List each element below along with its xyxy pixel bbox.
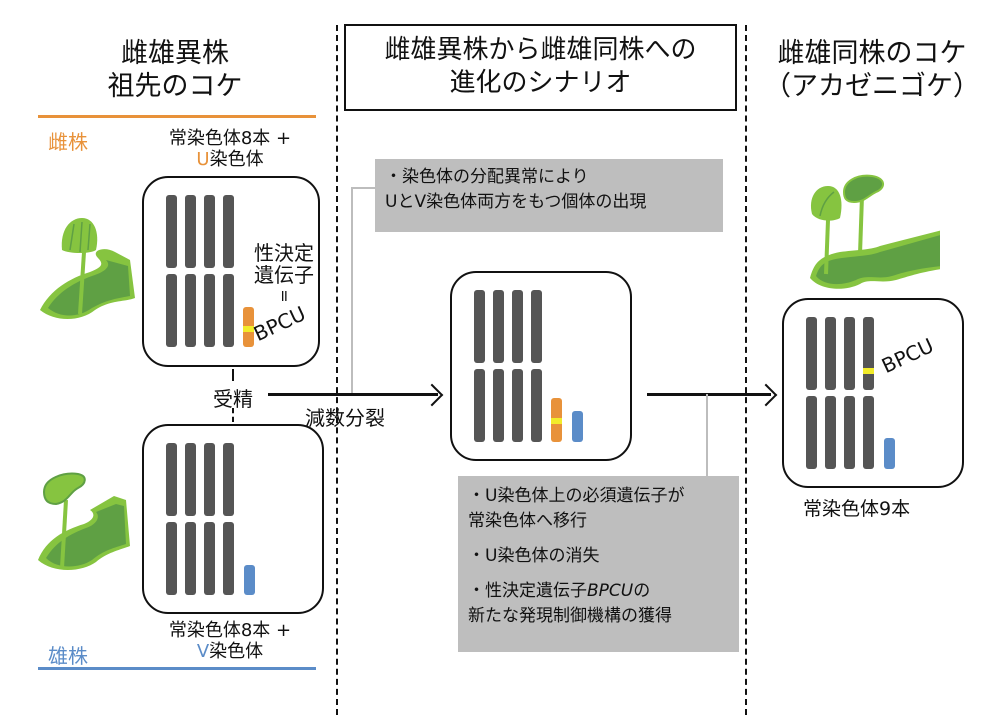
autosome [531, 369, 542, 442]
autosome [223, 195, 234, 268]
arrowhead-evolution [754, 383, 778, 407]
autosome [474, 290, 485, 363]
female-caption-line1: 常染色体8本 + [168, 128, 292, 149]
female-caption-rest: 染色体 [209, 149, 264, 170]
left-title-line2: 祖先のコケ [107, 71, 243, 102]
autosome [223, 522, 234, 595]
autosome [512, 290, 523, 363]
v-chromosome-label: V [196, 641, 210, 662]
autosome [493, 369, 504, 442]
v-chromosome [572, 411, 583, 442]
autosome [825, 396, 836, 469]
autosome [806, 396, 817, 469]
note-nondisjunction: ・染色体の分配異常により UとV染色体両方をもつ個体の出現 [375, 159, 723, 232]
arrow-meiosis [268, 393, 438, 396]
note2-item1-line2: 常染色体へ移行 [468, 511, 587, 531]
autosome [844, 396, 855, 469]
sex-gene-line1: 性決定 [254, 241, 314, 265]
autosome [204, 274, 215, 347]
meiosis-label: 減数分裂 [305, 406, 385, 430]
note2-item1-line1: ・U染色体上の必須遺伝子が [468, 486, 685, 506]
male-label: 雄株 [48, 644, 88, 668]
sex-gene-line2: 遺伝子 [254, 263, 314, 287]
right-title-line2: （アカゼニゴケ） [764, 71, 980, 102]
autosome-with-bpcu [863, 317, 874, 390]
v-chromosome [244, 565, 255, 595]
note2-item3-end: の [633, 581, 651, 601]
right-title-line1: 雌雄同株のコケ [777, 38, 967, 69]
autosome [863, 396, 874, 469]
autosome [204, 522, 215, 595]
v-chromosome [884, 438, 895, 469]
arrow-evolution [647, 393, 771, 396]
fertilization-line-bottom [232, 408, 234, 422]
autosome [844, 317, 855, 390]
monoecious-cell: BPCU [782, 298, 964, 488]
fertilization-line-top [232, 369, 234, 381]
autosome [166, 274, 177, 347]
left-title: 雌雄異株 祖先のコケ [40, 37, 310, 103]
u-chromosome-label: U [196, 149, 210, 170]
autosome [185, 274, 196, 347]
note-gene-transfer: ・U染色体上の必須遺伝子が 常染色体へ移行 ・U染色体の消失 ・性決定遺伝子BP… [458, 476, 739, 652]
bpcu-label: BPCU [877, 333, 938, 378]
autosome [204, 443, 215, 516]
female-divider-line [38, 115, 316, 118]
male-cell [142, 424, 324, 614]
autosome [166, 443, 177, 516]
autosome [531, 290, 542, 363]
note2-connector [706, 394, 708, 476]
bpcu-band [551, 418, 562, 424]
intermediate-cell [450, 271, 632, 461]
autosome [185, 195, 196, 268]
monoecious-plant-icon [810, 174, 940, 289]
note1-line1: ・染色体の分配異常により [385, 167, 589, 187]
autosome [806, 317, 817, 390]
female-caption: 常染色体8本 + U染色体 [145, 128, 315, 170]
female-label: 雌株 [48, 130, 88, 154]
fertilization-label: 受精 [213, 387, 253, 411]
note1-connector-h [352, 187, 376, 189]
autosome [166, 195, 177, 268]
bpcu-band [243, 326, 254, 332]
sex-gene-label: 性決定 遺伝子 = [252, 242, 316, 306]
note1-connector-v [351, 187, 353, 394]
autosome [204, 195, 215, 268]
middle-title-line1: 雌雄異株から雌雄同株への [384, 35, 697, 65]
note2-item3-line1: ・性決定遺伝子 [468, 581, 587, 601]
autosome [185, 443, 196, 516]
male-caption-rest: 染色体 [209, 641, 264, 662]
monoecious-caption: 常染色体9本 [803, 498, 911, 520]
male-caption: 常染色体8本 + V染色体 [145, 620, 315, 662]
bpcu-band [863, 368, 874, 374]
note2-item3-line2: 新たな発現制御機構の獲得 [468, 606, 672, 626]
left-title-line1: 雌雄異株 [121, 38, 229, 69]
divider-right [745, 25, 747, 715]
autosome [185, 522, 196, 595]
male-caption-line1: 常染色体8本 + [168, 620, 292, 641]
female-plant-icon [40, 218, 135, 319]
note1-line2: UとV染色体両方をもつ個体の出現 [385, 192, 647, 212]
autosome [166, 522, 177, 595]
note2-gene-name: BPCU [587, 581, 634, 601]
autosome [493, 290, 504, 363]
divider-left [336, 25, 338, 715]
arrowhead-meiosis [420, 383, 444, 407]
male-plant-icon [38, 472, 130, 570]
u-chromosome [551, 398, 562, 442]
u-chromosome [243, 307, 254, 347]
male-divider-line [38, 667, 316, 670]
autosome [474, 369, 485, 442]
autosome [223, 274, 234, 347]
female-cell: 性決定 遺伝子 = BPCU [142, 176, 320, 367]
autosome [512, 369, 523, 442]
middle-title-box: 雌雄異株から雌雄同株への 進化のシナリオ [344, 24, 737, 111]
right-title: 雌雄同株のコケ （アカゼニゴケ） [752, 37, 992, 103]
autosome [223, 443, 234, 516]
note2-item2: ・U染色体の消失 [468, 546, 600, 566]
middle-title-line2: 進化のシナリオ [449, 68, 632, 98]
autosome [825, 317, 836, 390]
